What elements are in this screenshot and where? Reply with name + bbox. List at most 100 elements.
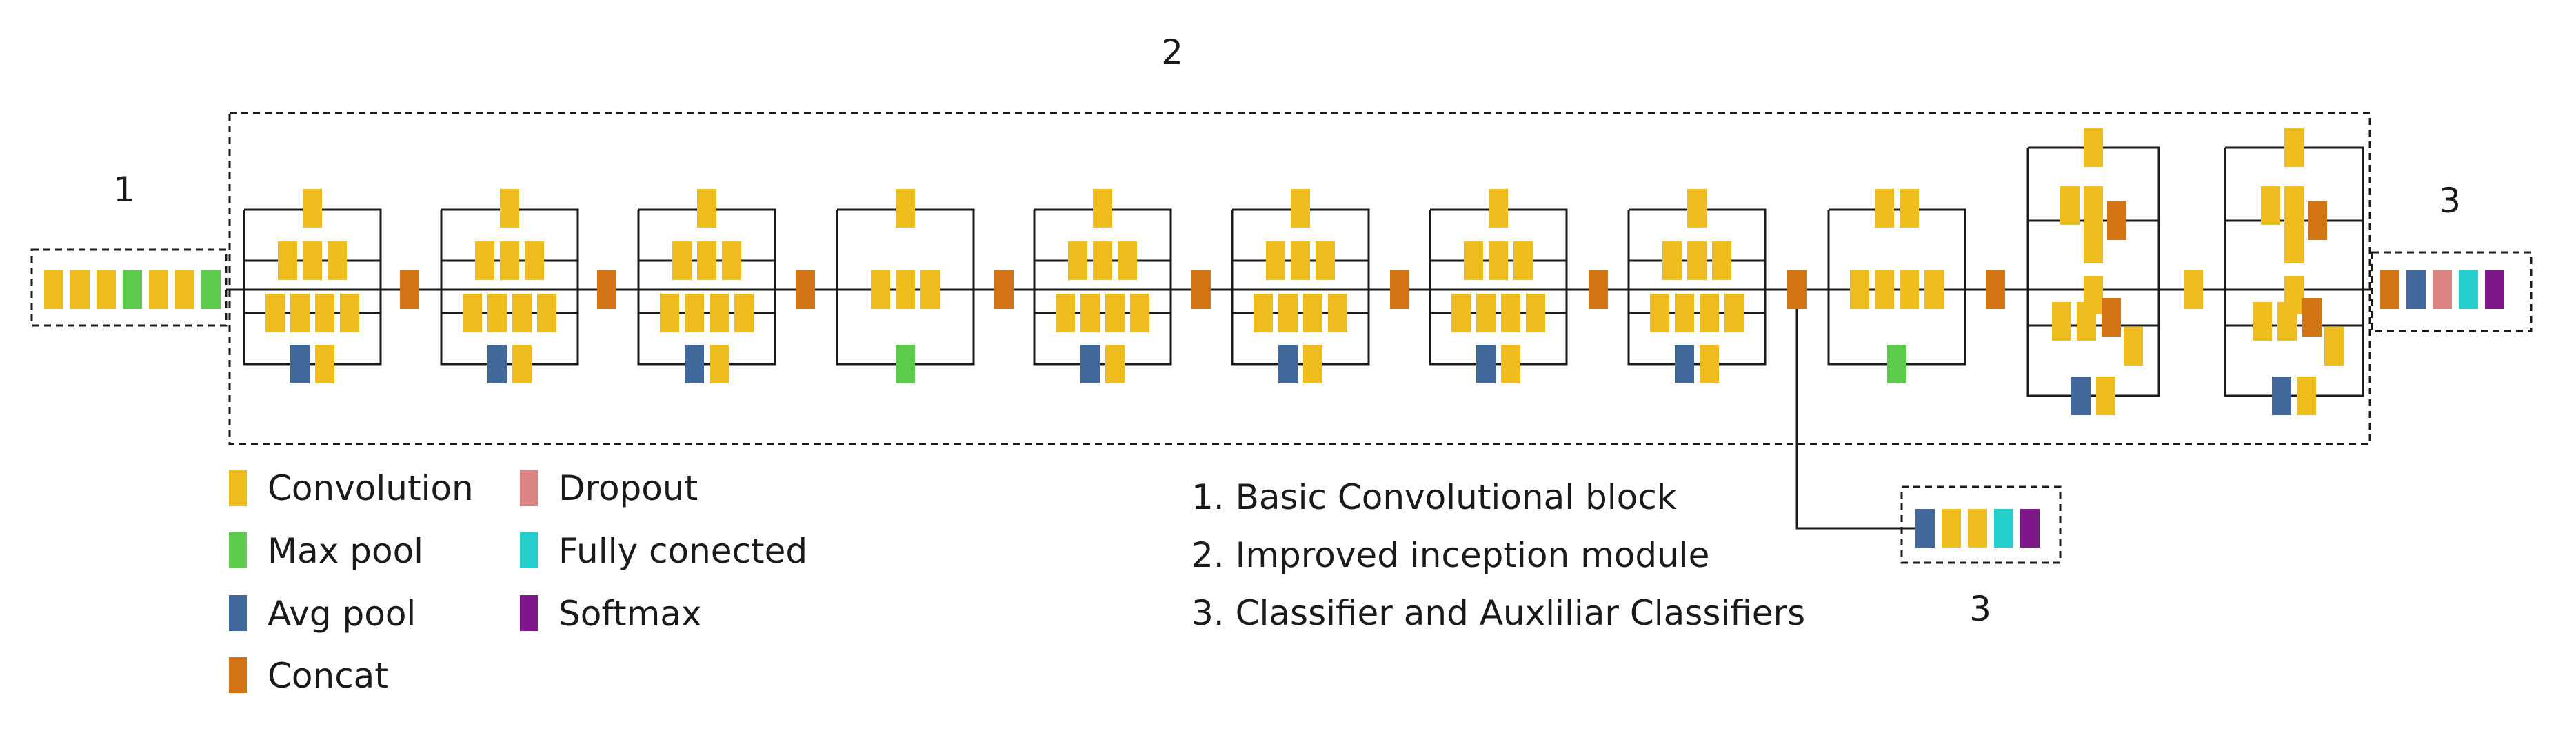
fc-block xyxy=(2459,270,2478,309)
conv-block xyxy=(2052,302,2071,341)
legend-label-softmax: Softmax xyxy=(559,594,702,634)
conv-block xyxy=(1254,294,1273,332)
conv-block xyxy=(1724,294,1744,332)
conv-block xyxy=(1687,241,1707,280)
region-label-inception: 2 xyxy=(1161,32,1183,72)
conv-block xyxy=(1942,509,1961,548)
inception-module-frame xyxy=(1231,208,1370,366)
legend: Convolution Max pool Avg pool Concat Dro… xyxy=(229,468,807,696)
fc-block xyxy=(1994,509,2013,548)
conv-block xyxy=(475,241,494,280)
basic-block-box xyxy=(30,248,228,327)
concat-block xyxy=(597,270,616,309)
conv-block xyxy=(500,241,519,280)
conv-block xyxy=(1093,189,1112,228)
conv-block xyxy=(672,241,692,280)
legend-swatch-fc xyxy=(520,532,538,568)
conv-block xyxy=(1105,345,1125,383)
avgpool-block xyxy=(290,345,310,383)
conv-block xyxy=(2077,302,2096,341)
conv-block xyxy=(2297,377,2316,415)
conv-block xyxy=(1316,241,1335,280)
conv-block xyxy=(660,294,679,332)
conv-block xyxy=(1489,241,1508,280)
region-label-basic: 1 xyxy=(113,170,135,210)
conv-block xyxy=(1105,294,1125,332)
conv-block xyxy=(70,270,90,309)
conv-block xyxy=(500,189,519,228)
conv-block xyxy=(1501,345,1520,383)
concat-block xyxy=(2380,270,2399,309)
conv-block xyxy=(1900,270,1919,309)
conv-block xyxy=(2084,186,2103,225)
inception-module-frame xyxy=(1627,208,1767,366)
conv-block xyxy=(340,294,359,332)
concat-block xyxy=(2308,201,2327,240)
legend-label-dropout: Dropout xyxy=(559,468,698,508)
conv-block xyxy=(1291,189,1310,228)
conv-block xyxy=(2261,186,2280,225)
reduction-module-frame xyxy=(836,208,975,366)
conv-block xyxy=(2284,225,2304,263)
concat-block xyxy=(1390,270,1409,309)
conv-block xyxy=(2253,302,2272,341)
conv-block xyxy=(1687,189,1707,228)
conv-block xyxy=(1451,294,1471,332)
concat-block xyxy=(2107,201,2126,240)
conv-block xyxy=(328,241,347,280)
conv-block xyxy=(1303,294,1322,332)
conv-block xyxy=(303,189,322,228)
inception-module-frame xyxy=(1429,208,1568,366)
conv-block xyxy=(2084,128,2103,167)
conv-block xyxy=(512,345,532,383)
legend-swatch-avgpool xyxy=(229,595,247,631)
conv-block xyxy=(2277,302,2297,341)
region-label-classifier: 3 xyxy=(2439,181,2461,221)
inception-module-frame xyxy=(1033,208,1172,366)
maxpool-block xyxy=(1887,345,1906,383)
concat-block xyxy=(2302,298,2322,337)
conv-block xyxy=(1093,241,1112,280)
conv-block xyxy=(2124,327,2143,366)
maxpool-block xyxy=(123,270,142,309)
conv-block xyxy=(1875,189,1894,228)
asymmetric-module-frame xyxy=(2026,146,2160,397)
conv-block xyxy=(265,294,285,332)
dropout-block xyxy=(2433,270,2452,309)
conv-block xyxy=(1662,241,1682,280)
region-boxes xyxy=(30,112,2533,564)
conv-block xyxy=(315,294,334,332)
legend-label-maxpool: Max pool xyxy=(268,531,423,571)
conv-block xyxy=(1476,294,1496,332)
avgpool-block xyxy=(2272,377,2291,415)
note-basic-block: 1. Basic Convolutional block xyxy=(1191,477,1677,517)
conv-block xyxy=(1850,270,1869,309)
concat-block xyxy=(1191,270,1211,309)
conv-block xyxy=(1130,294,1149,332)
conv-block xyxy=(1712,241,1731,280)
legend-swatch-concat xyxy=(229,657,247,693)
conv-block xyxy=(1489,189,1508,228)
avgpool-block xyxy=(2406,270,2426,309)
legend-label-concat: Concat xyxy=(268,656,388,696)
softmax-block xyxy=(2020,509,2040,548)
legend-swatch-maxpool xyxy=(229,532,247,568)
conv-block xyxy=(2184,270,2203,309)
conv-block xyxy=(1303,345,1322,383)
conv-block xyxy=(1875,270,1894,309)
conv-block xyxy=(512,294,532,332)
conv-block xyxy=(2084,225,2103,263)
conv-block xyxy=(278,241,297,280)
conv-block xyxy=(1700,345,1719,383)
conv-block xyxy=(697,189,716,228)
conv-block xyxy=(303,241,322,280)
conv-block xyxy=(175,270,194,309)
conv-block xyxy=(1900,189,1919,228)
conv-block xyxy=(1700,294,1719,332)
conv-block xyxy=(2060,186,2080,225)
concat-block xyxy=(796,270,815,309)
conv-block xyxy=(1501,294,1520,332)
conv-block xyxy=(722,241,741,280)
conv-block xyxy=(1968,509,1987,548)
